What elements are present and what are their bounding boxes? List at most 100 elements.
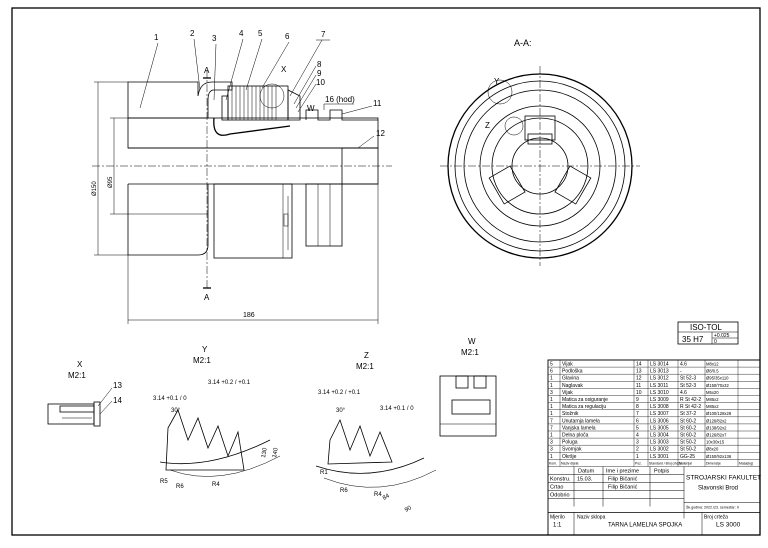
bom-part-name: Vanjska lamela xyxy=(562,425,596,431)
bom-material: St 37-2 xyxy=(680,411,696,417)
detail-mark-x: X xyxy=(281,65,287,74)
bom-header-cell: Kom. xyxy=(549,462,557,466)
bom-position: 1 xyxy=(636,454,639,460)
bom-position: 4 xyxy=(636,433,639,439)
detail-y-scale: M2:1 xyxy=(193,356,211,365)
sheet-border xyxy=(11,7,761,536)
title-grade-note: Šk.godina: 2022./23. semestar: II xyxy=(686,505,739,510)
bom-dimensions: Ø126/82x7 xyxy=(706,433,727,438)
bom-part-name: Matica za osiguranje xyxy=(562,397,608,403)
main-dimensions: Ø150 Ø95 186 xyxy=(92,81,379,324)
detail-x-name: X xyxy=(77,360,83,369)
main-section-view: A A X W xyxy=(92,65,392,302)
title-scale-label: Mjerilo xyxy=(550,515,565,521)
bom-qty: 1 xyxy=(550,404,553,410)
detail-mark-z: Z xyxy=(485,121,490,130)
title-assembly-name: TARNA LAMELNA SPOJKA xyxy=(608,523,682,529)
bom-material: R St 42-2 xyxy=(680,404,701,410)
bom-part-name: Delna ploča xyxy=(562,433,589,439)
bom-position: 14 xyxy=(636,362,642,368)
bom-position: 9 xyxy=(636,397,639,403)
bom-material: St 50-2 xyxy=(680,447,696,453)
section-mark-bottom: A xyxy=(204,293,210,302)
bom-dimensions: Ø150/70x32 xyxy=(706,383,729,388)
bom-dimensions: Ø8x20 xyxy=(706,447,719,452)
bom-position: 11 xyxy=(636,383,641,389)
section-mark-top: A xyxy=(204,66,210,75)
bom-qty: 7 xyxy=(550,418,553,424)
bom-dimensions: Ø8/0.5 xyxy=(706,369,719,374)
detail-w: W M2:1 xyxy=(439,337,497,437)
bom-standard: LS 3002 xyxy=(650,447,669,453)
bom-header-cell: Masa(kg) xyxy=(739,462,753,466)
balloon-4: 4 xyxy=(239,29,244,38)
bom-qty: 6 xyxy=(550,369,553,375)
iso-tol-upper: +0.025 xyxy=(714,333,730,339)
title-people-header: Ime i prezime xyxy=(606,469,639,475)
bom-qty: 1 xyxy=(550,411,553,417)
bom-material: 4.6 xyxy=(680,362,687,368)
iso-tol-fit: 35 H7 xyxy=(682,335,704,344)
bom-header-cell: Naziv dijela xyxy=(561,462,578,466)
bom-material: St 60-2 xyxy=(680,433,696,439)
bom-standard: LS 3010 xyxy=(650,390,669,396)
bom-header-cell: Materijal xyxy=(679,462,692,466)
section-a-a-label: A-A: xyxy=(514,38,532,48)
detail-z-dim-7: 84 xyxy=(382,493,391,502)
bom-header-cell: Dimenzije xyxy=(706,462,721,466)
bom-position: 5 xyxy=(636,425,639,431)
detail-y-dim-5: 140 xyxy=(272,447,280,459)
dim-inner-diameter: Ø95 xyxy=(108,176,114,188)
bom-standard: LS 3004 xyxy=(650,433,669,439)
bom-standard: LS 3001 xyxy=(650,454,669,460)
position-balloons: 1 2 3 4 5 6 7 8 9 10 16 (hod) 11 12 xyxy=(139,29,385,149)
balloon-10: 10 xyxy=(316,78,325,87)
iso-tol-title: ISO-TOL xyxy=(690,323,722,332)
bom-material: GG-25 xyxy=(680,454,695,460)
bom-standard: LS 3003 xyxy=(650,440,669,446)
bom-material: 4.6 xyxy=(680,390,687,396)
bom-qty: 1 xyxy=(550,397,553,403)
detail-x-balloon-13: 13 xyxy=(113,381,122,390)
section-a-a-view: A-A: Y Z xyxy=(440,38,640,266)
bom-dimensions: M85x2 xyxy=(706,404,719,409)
title-date: 15.03. xyxy=(577,477,593,483)
balloon-16: 16 (hod) xyxy=(325,95,355,104)
bom-part-name: Podloška xyxy=(562,369,583,375)
title-drawing-no-label: Broj crteža xyxy=(704,515,728,521)
detail-y-dim-3: 30° xyxy=(171,408,181,414)
lamella-pack xyxy=(213,85,301,136)
bom-position: 7 xyxy=(636,411,639,417)
bom-qty: 3 xyxy=(550,447,553,453)
bom-qty: 1 xyxy=(550,433,553,439)
bom-standard: LS 3012 xyxy=(650,376,669,382)
title-city: Slavonski Brod xyxy=(698,486,738,492)
detail-mark-y: Y xyxy=(494,77,500,86)
detail-z-dim-2: 3.14 +0.1 / 0 xyxy=(380,406,414,412)
detail-y-dim-1: 3.14 +0.1 / 0 xyxy=(153,396,187,402)
bom-qty: 1 xyxy=(550,376,553,382)
bom-position: 13 xyxy=(636,369,642,375)
detail-z-dim-1: 3.14 +0.2 / +0.1 xyxy=(318,390,361,396)
detail-x-scale: M2:1 xyxy=(68,371,86,380)
detail-z-dim-3: 30° xyxy=(336,408,346,414)
bom-part-name: Naglavak xyxy=(562,383,583,389)
bom-qty: 1 xyxy=(550,383,553,389)
dim-length: 186 xyxy=(243,312,255,319)
title-scale-value: 1:1 xyxy=(553,523,562,529)
bom-material: St 60-2 xyxy=(680,425,696,431)
bom-position: 6 xyxy=(636,418,639,424)
title-assembly-label: Naziv sklopa xyxy=(577,515,606,521)
bom-material: - xyxy=(680,369,682,375)
bom-part-name: Stožnik xyxy=(562,411,579,417)
bom-qty: 1 xyxy=(550,454,553,460)
bom-qty: 3 xyxy=(550,390,553,396)
detail-z: Z M2:1 3.14 +0.2 / +0.1 3.14 +0.1 / 0 30… xyxy=(315,351,437,514)
bom-header-cell: Standard / Broj crteža xyxy=(649,462,682,466)
detail-y-dim-2: 3.14 +0.2 / +0.1 xyxy=(208,380,251,386)
bom-part-name: Vijak xyxy=(562,390,573,396)
bom-material: St 52-3 xyxy=(680,376,696,382)
bom-standard: LS 3006 xyxy=(650,418,669,424)
balloon-11: 11 xyxy=(373,99,382,108)
